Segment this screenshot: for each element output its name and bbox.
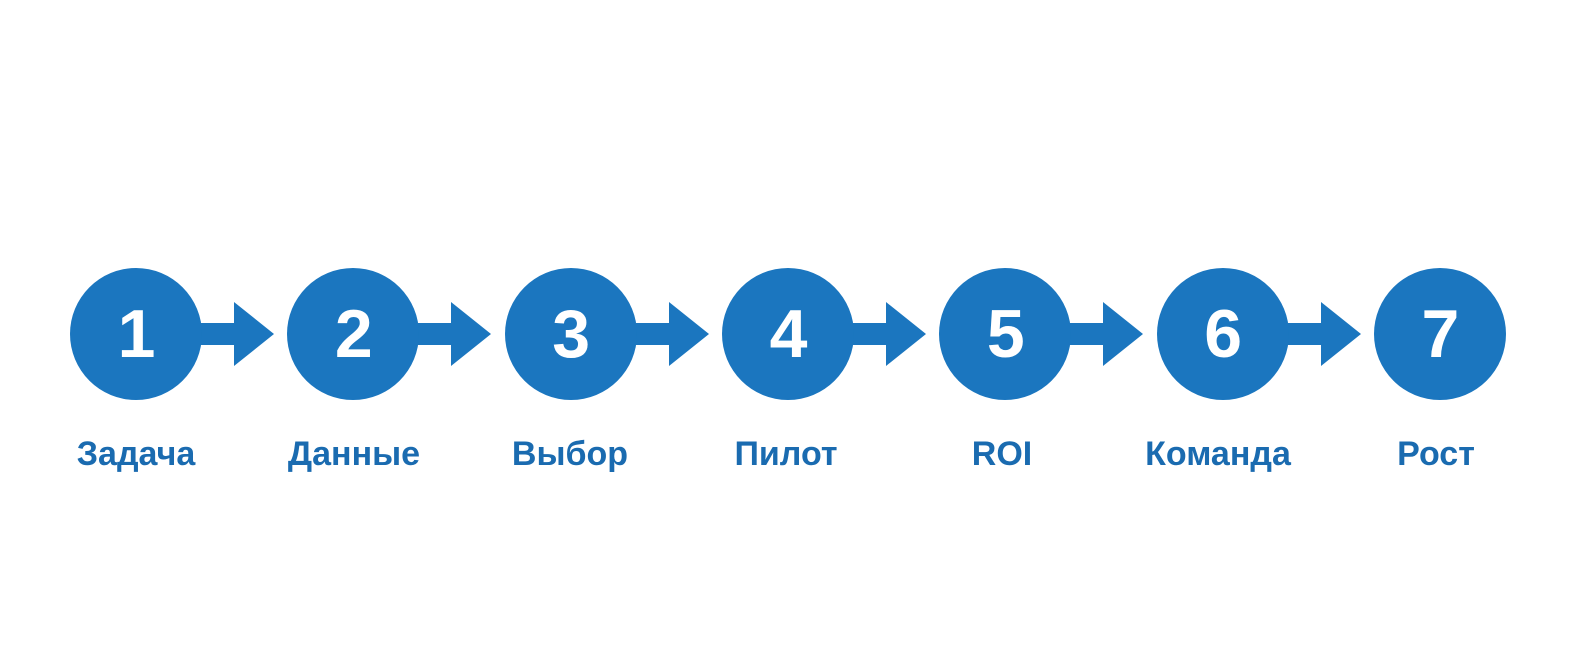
step-group-7: 7 [1373, 268, 1506, 400]
step-node-1[interactable]: 1 [70, 268, 202, 400]
step-number-4: 4 [769, 296, 808, 372]
step-number-1: 1 [117, 296, 156, 372]
step-node-6[interactable]: 6 [1156, 268, 1289, 400]
right-arrow-icon [1276, 297, 1361, 371]
step-group-4: 4 [721, 268, 926, 400]
step-labels-row: Задача Данные Выбор Пилот ROI Команда Ро… [70, 432, 1506, 484]
right-arrow-icon [841, 297, 926, 371]
step-node-3[interactable]: 3 [504, 268, 637, 400]
step-label-3: Выбор [511, 435, 629, 473]
step-number-2: 2 [334, 296, 373, 372]
step-label-5: ROI [971, 435, 1033, 473]
step-label-7: Рост [1397, 435, 1475, 473]
step-label-6: Команда [1145, 435, 1291, 473]
right-arrow-icon [624, 297, 709, 371]
step-node-5[interactable]: 5 [939, 268, 1072, 400]
step-label-2: Данные [287, 435, 421, 473]
step-number-6: 6 [1204, 296, 1242, 372]
step-group-2: 2 [287, 268, 492, 400]
right-arrow-icon [407, 297, 492, 371]
right-arrow-icon [190, 297, 274, 371]
step-node-2[interactable]: 2 [287, 268, 420, 400]
step-label-4: Пилот [734, 435, 838, 473]
step-group-1: 1 [70, 268, 274, 400]
step-number-5: 5 [986, 296, 1025, 372]
step-number-3: 3 [552, 296, 590, 372]
step-node-7[interactable]: 7 [1373, 268, 1506, 400]
step-group-3: 3 [504, 268, 709, 400]
right-arrow-icon [1059, 297, 1144, 371]
step-number-7: 7 [1421, 296, 1460, 372]
step-group-5: 5 [939, 268, 1144, 400]
step-chain: 1 2 3 [70, 268, 1506, 400]
step-label-1: Задача [76, 435, 196, 473]
step-node-4[interactable]: 4 [721, 268, 854, 400]
step-group-6: 6 [1156, 268, 1361, 400]
